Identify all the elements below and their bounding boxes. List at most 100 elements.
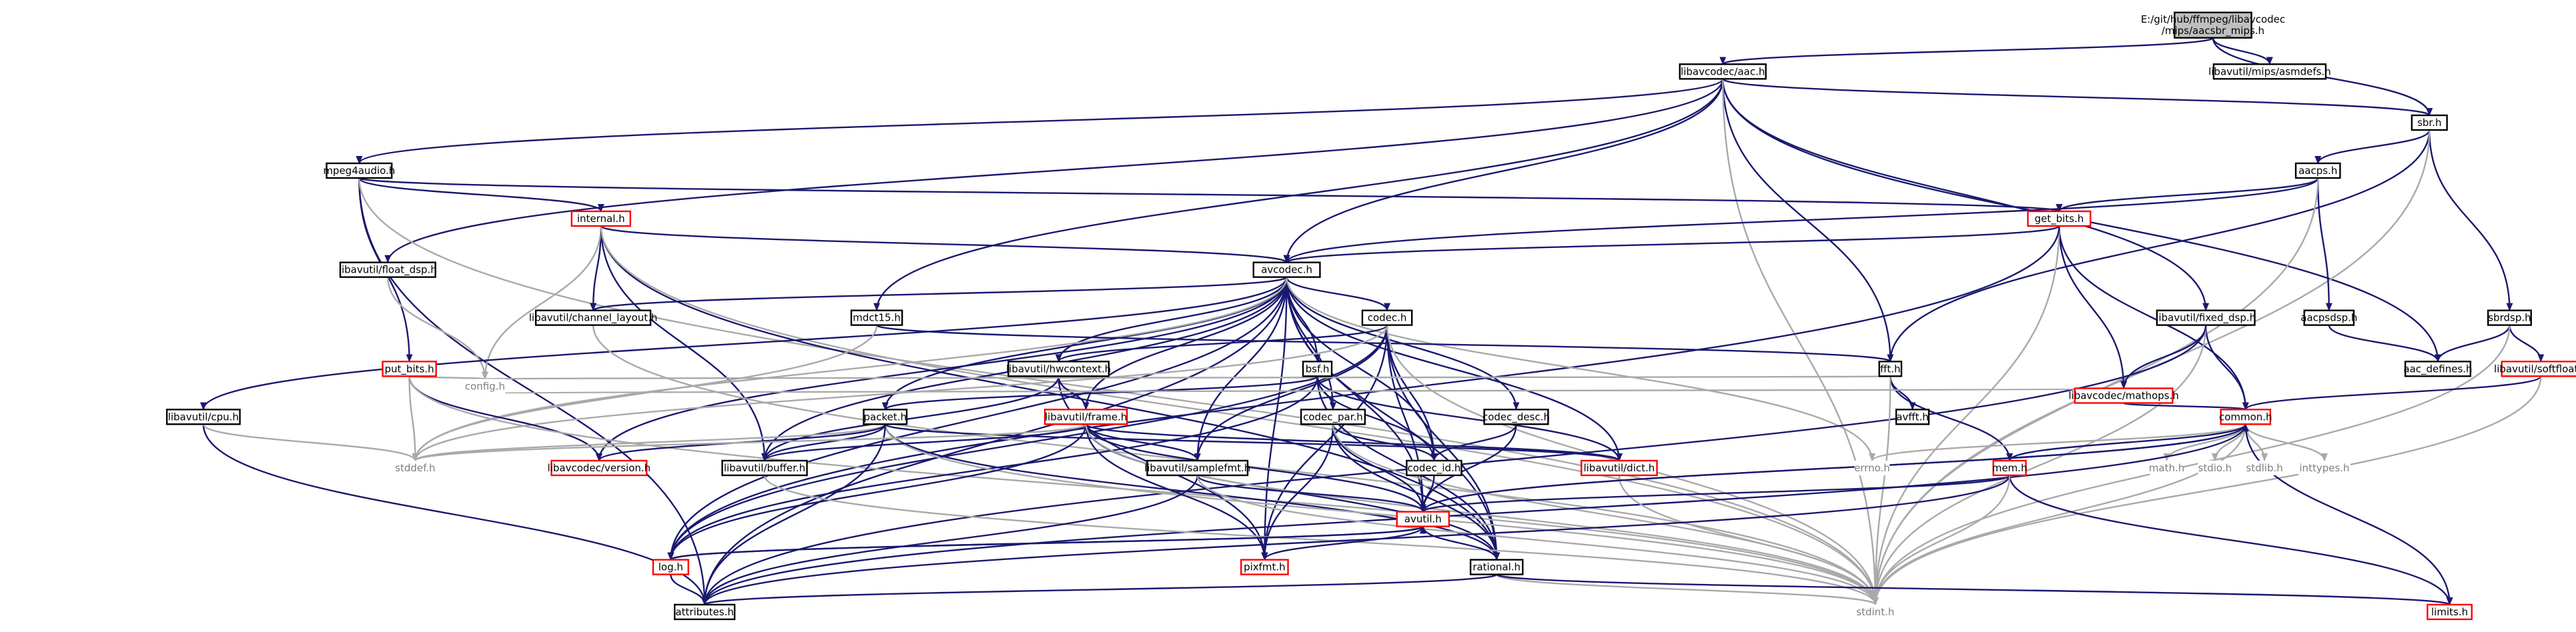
node-box — [1679, 63, 1767, 80]
node-asmdefs[interactable]: libavutil/mips/asmdefs.h — [2208, 63, 2331, 80]
node-box — [550, 459, 648, 477]
edge-aac-to-fixeddsp — [1722, 79, 2210, 311]
node-floatdsp[interactable]: libavutil/float_dsp.h — [339, 261, 437, 278]
node-hwcontext[interactable]: libavutil/hwcontext.h — [1006, 361, 1111, 377]
node-buffer[interactable]: libavutil/buffer.h — [721, 459, 808, 477]
node-sbr[interactable]: sbr.h — [2411, 114, 2448, 131]
node-label: stdio.h — [2198, 462, 2232, 474]
node-label: mpeg4audio.h — [323, 165, 395, 177]
node-avfft[interactable]: avfft.h — [1895, 409, 1930, 425]
edge-frame-to-dict — [1085, 423, 1623, 462]
edge-mem-to-stdint — [1871, 475, 2011, 605]
edge-sbr-to-fft — [1887, 129, 2431, 363]
edge-internal-to-config — [481, 225, 602, 380]
node-label: math.h — [2149, 462, 2184, 474]
node-codecdesc[interactable]: codec_desc.h — [1482, 409, 1550, 425]
edge-common-to-mem — [2006, 423, 2246, 461]
node-box — [1043, 409, 1128, 425]
edge-internal-to-buffer — [600, 225, 769, 461]
node-limits[interactable]: limits.h — [2427, 603, 2473, 621]
edge-samplefmt-to-attributes — [701, 475, 1198, 605]
node-label: libavutil/samplefmt.h — [1144, 462, 1250, 474]
edge-fixeddsp-to-common — [2204, 325, 2249, 411]
edge-softfloat-to-stdint — [1871, 376, 2542, 605]
node-label: config.h — [465, 380, 505, 392]
edge-common-to-inttypes — [2244, 424, 2328, 461]
node-box — [1007, 361, 1110, 377]
edge-mpeg4audio-to-internal — [358, 177, 604, 212]
node-mathops[interactable]: libavcodec/mathops.h — [2068, 387, 2179, 404]
node-codecpar[interactable]: codec_par.h — [1300, 409, 1366, 425]
node-softfloat[interactable]: libavutil/softfloat.h — [2494, 361, 2576, 377]
node-getbits[interactable]: get_bits.h — [2027, 210, 2092, 227]
node-label: libavutil/mips/asmdefs.h — [2208, 65, 2331, 77]
node-label: avfft.h — [1896, 411, 1929, 423]
node-codecid[interactable]: codec_id.h — [1406, 459, 1462, 477]
node-version[interactable]: libavcodec/version.h — [548, 459, 651, 477]
node-internal[interactable]: internal.h — [570, 210, 631, 227]
node-samplefmt[interactable]: libavutil/samplefmt.h — [1144, 459, 1250, 477]
node-label: aacpsdsp.h — [2300, 312, 2357, 324]
node-label: inttypes.h — [2299, 462, 2349, 474]
node-box — [2303, 309, 2355, 326]
edge-codec-to-pixfmt — [1261, 325, 1388, 561]
edge-getbits-to-common — [2058, 225, 2249, 411]
node-chlayout[interactable]: libavutil/channel_layout.h — [529, 309, 658, 326]
node-putbits[interactable]: put_bits.h — [382, 361, 437, 377]
node-avcodec[interactable]: avcodec.h — [1252, 261, 1321, 278]
edge-root-to-aac — [1719, 37, 2214, 65]
node-mpeg4audio[interactable]: mpeg4audio.h — [323, 162, 395, 179]
node-aacpsdsp[interactable]: aacpsdsp.h — [2300, 309, 2357, 326]
node-aacps[interactable]: aacps.h — [2294, 162, 2341, 179]
node-packet[interactable]: packet.h — [863, 409, 908, 425]
edge-rational-to-stdint — [1495, 573, 1879, 606]
node-box — [2411, 114, 2448, 131]
node-pixfmt[interactable]: pixfmt.h — [1240, 559, 1289, 575]
edge-internal-to-rational — [600, 225, 1500, 561]
node-rational[interactable]: rational.h — [1469, 559, 1524, 575]
edge-aac-to-sbr — [1722, 78, 2433, 117]
node-cpu[interactable]: libavutil/cpu.h — [165, 409, 241, 425]
node-mdct15[interactable]: mdct15.h — [850, 309, 903, 326]
edge-common-to-stdint — [1871, 424, 2246, 605]
node-sbrdsp[interactable]: sbrdsp.h — [2487, 309, 2532, 326]
edge-packet-to-dict — [884, 423, 1623, 462]
node-codec[interactable]: codec.h — [1361, 309, 1413, 326]
edge-samplefmt-to-avutil — [1196, 475, 1426, 513]
node-box — [1361, 309, 1413, 326]
node-mem[interactable]: mem.h — [1992, 459, 2028, 477]
node-stdio: stdio.h — [2198, 460, 2232, 475]
node-aacdefines[interactable]: aac_defines.h — [2403, 361, 2473, 377]
node-attributes[interactable]: attributes.h — [673, 603, 736, 621]
node-label: libavcodec/aac.h — [1681, 65, 1765, 77]
node-box — [1854, 604, 1897, 619]
node-box — [2404, 361, 2472, 377]
edge-avcodec-to-codec — [1286, 277, 1390, 311]
node-label: get_bits.h — [2034, 213, 2084, 225]
node-fixeddsp[interactable]: libavutil/fixed_dsp.h — [2156, 309, 2256, 326]
edge-getbits-to-stdint — [1871, 225, 2060, 605]
node-log[interactable]: log.h — [652, 559, 689, 575]
node-box — [1895, 409, 1930, 425]
edge-aacps-to-aacpsdsp — [2317, 177, 2332, 311]
node-aac[interactable]: libavcodec/aac.h — [1679, 63, 1767, 80]
edge-common-to-limits — [2244, 424, 2453, 605]
node-box — [1396, 511, 1450, 527]
node-frame[interactable]: libavutil/frame.h — [1043, 409, 1128, 425]
edge-common-to-attributes — [701, 424, 2246, 605]
node-box — [1854, 460, 1890, 475]
node-box — [1300, 409, 1366, 425]
node-common[interactable]: common.h — [2219, 409, 2272, 425]
node-label: stddef.h — [395, 462, 435, 474]
node-dict[interactable]: libavutil/dict.h — [1581, 459, 1658, 477]
edge-codecpar-to-codecid — [1332, 423, 1438, 461]
node-avutil[interactable]: avutil.h — [1396, 511, 1450, 527]
node-box — [2074, 387, 2174, 404]
node-bsf[interactable]: bsf.h — [1302, 361, 1333, 377]
node-label: common.h — [2219, 411, 2272, 423]
node-fft[interactable]: fft.h — [1878, 361, 1903, 377]
node-box — [2027, 210, 2092, 227]
edge-rational-to-attributes — [701, 573, 1498, 606]
node-box — [652, 559, 689, 575]
node-root[interactable]: E:/git/hub/ffmpeg/libavcodec/mips/aacsbr… — [2141, 11, 2285, 39]
